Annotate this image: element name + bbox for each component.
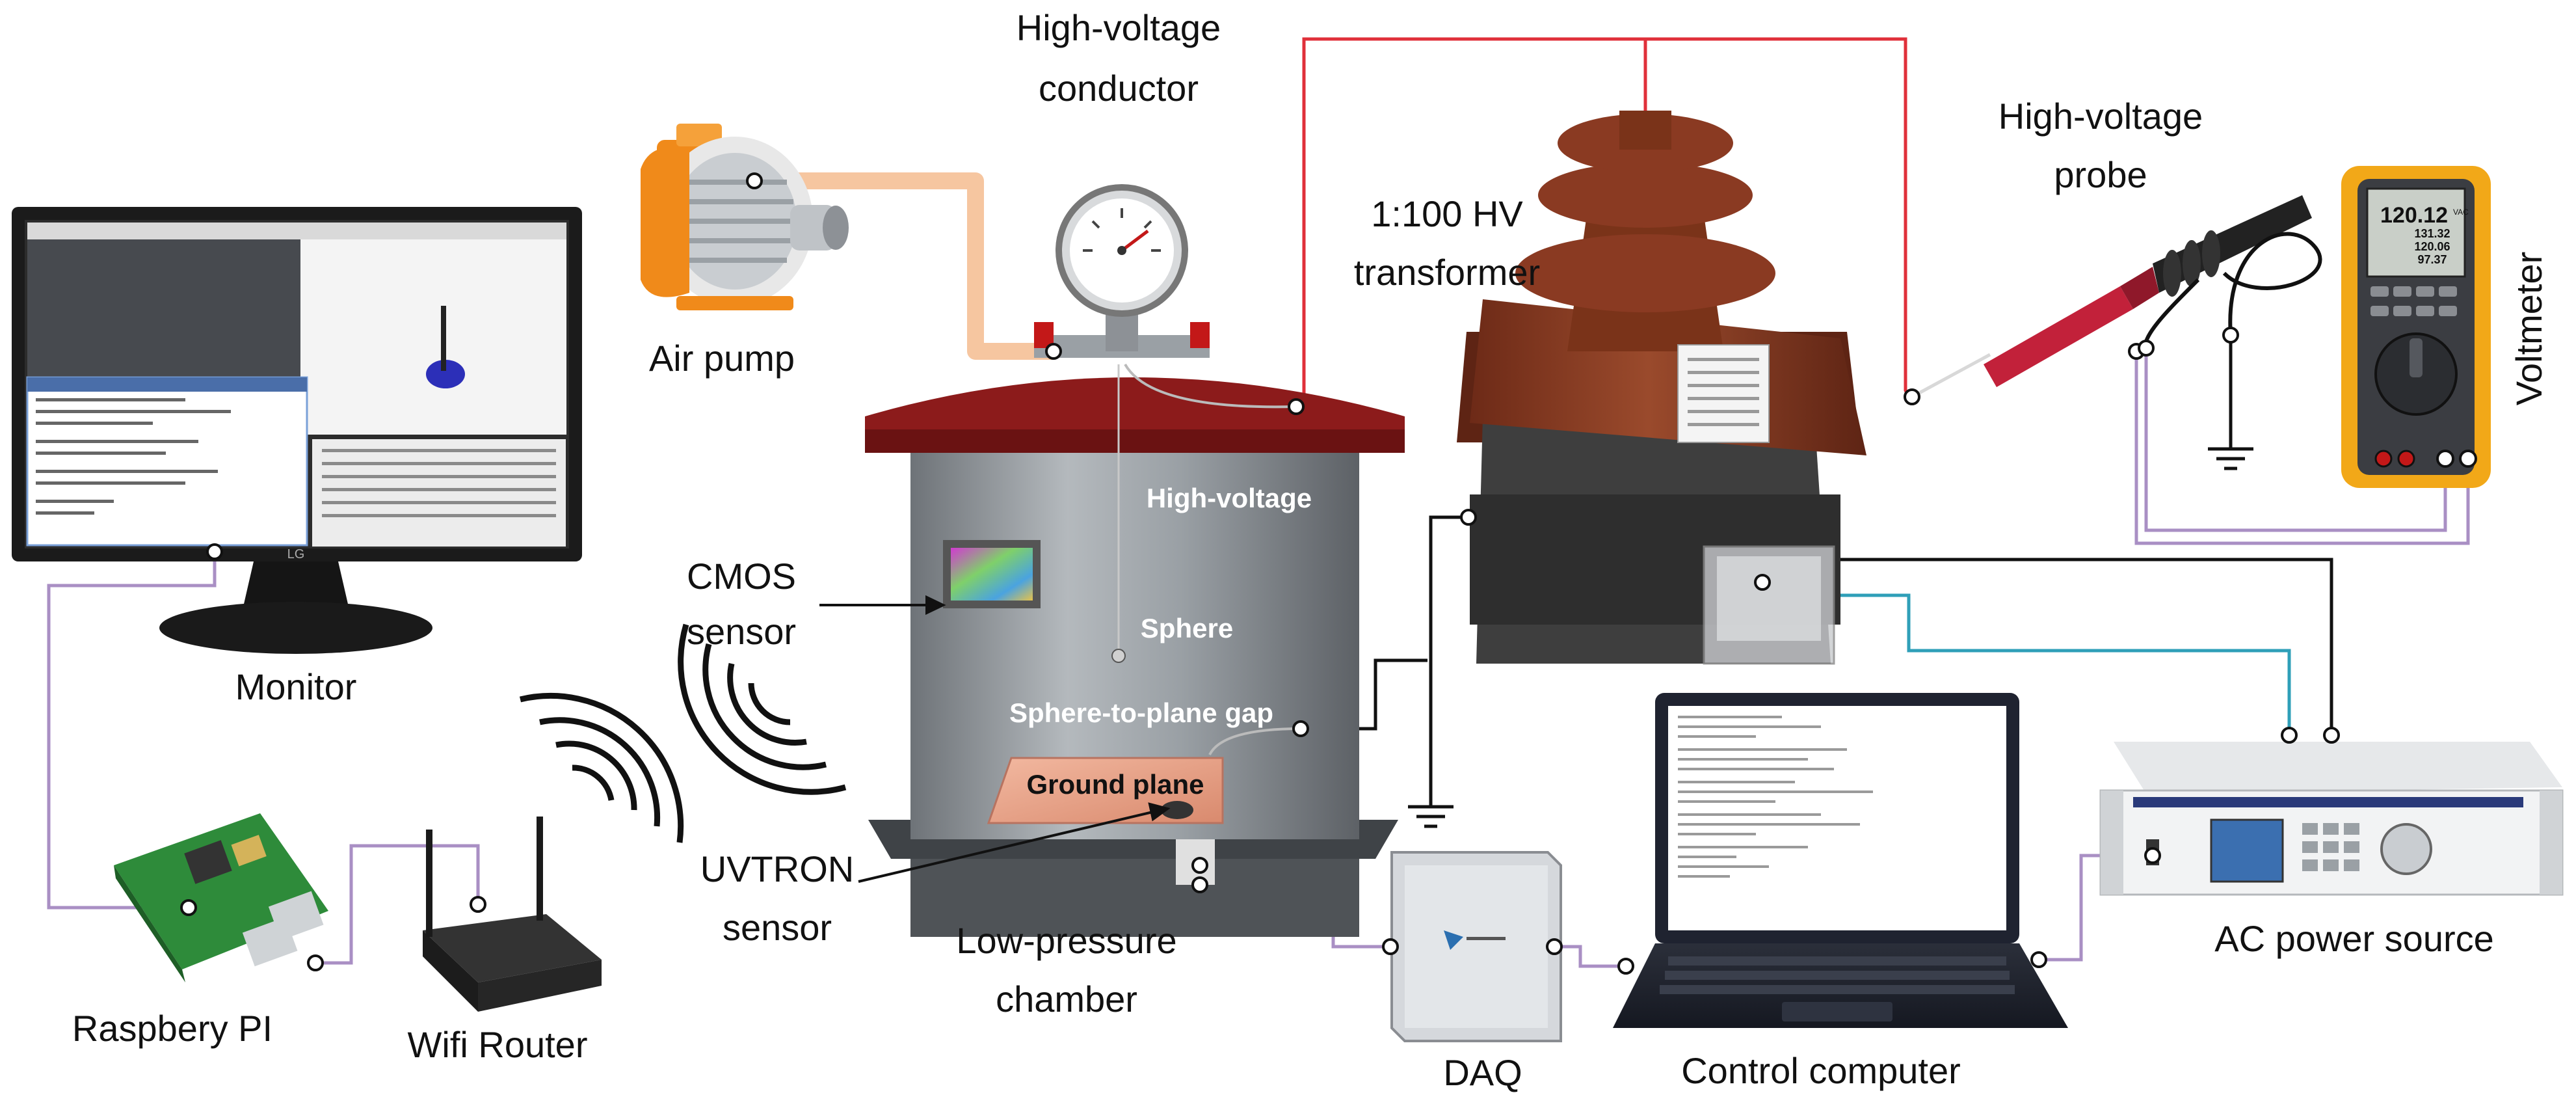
transformer-icon — [1457, 111, 1866, 665]
label-chamber-line2: chamber — [996, 979, 1137, 1020]
label-air-pump: Air pump — [649, 338, 795, 379]
raspberry-pi-icon — [114, 813, 328, 982]
label-ground-plane: Ground plane — [1027, 769, 1204, 800]
label-hv-probe-line2: probe — [2054, 154, 2147, 195]
ground-symbol-icon — [2208, 447, 2253, 470]
label-voltmeter: Voltmeter — [2508, 252, 2549, 406]
voltmeter-main-reading: 120.12 — [2380, 203, 2448, 228]
label-control-computer: Control computer — [1681, 1050, 1961, 1091]
label-hv-conductor-line1: High-voltage — [1016, 7, 1221, 48]
pi-to-router-wire — [315, 844, 480, 965]
label-transformer-line1: 1:100 HV — [1371, 193, 1523, 234]
chamber-icon — [865, 184, 1405, 937]
transformer-ground-wire — [1429, 515, 1468, 807]
label-wifi-router: Wifi Router — [408, 1024, 588, 1065]
hv-probe-icon — [1904, 195, 2322, 405]
monitor-brand-logo: LG — [287, 547, 305, 561]
daq-icon — [1382, 851, 1563, 1042]
label-raspberry-pi: Raspbery PI — [72, 1008, 272, 1049]
label-chamber-high-voltage: High-voltage — [1147, 483, 1312, 513]
daq-to-laptop-wire — [1554, 945, 1626, 968]
voltmeter-reading-3: 97.37 — [2417, 253, 2447, 266]
laptop-icon — [1613, 693, 2068, 1028]
ac-source-icon — [2099, 727, 2564, 896]
label-hv-probe-line1: High-voltage — [1998, 96, 2203, 137]
label-gap: Sphere-to-plane gap — [1009, 697, 1273, 728]
ground-symbol-icon — [1408, 805, 1454, 828]
labels: High-voltage conductor Air pump 1:100 HV… — [72, 7, 2549, 1093]
label-cmos-line2: sensor — [687, 611, 796, 652]
wifi-router-icon — [423, 817, 602, 1012]
label-chamber-line1: Low-pressure — [956, 920, 1176, 961]
probe-to-voltmeter-wire — [2134, 351, 2470, 545]
monitor-icon: LG — [12, 207, 582, 654]
label-ac-source: AC power source — [2214, 918, 2494, 959]
monitor-to-pi-wire — [47, 552, 217, 910]
label-transformer-line2: transformer — [1354, 252, 1540, 293]
label-cmos-line1: CMOS — [687, 556, 796, 597]
label-daq: DAQ — [1443, 1052, 1522, 1093]
voltmeter-icon: 120.12 VAC 131.32 120.06 97.37 — [2341, 166, 2491, 488]
label-uvtron-line2: sensor — [723, 907, 832, 948]
voltmeter-reading-2: 120.06 — [2414, 240, 2450, 253]
fiber-wire — [1766, 593, 2291, 735]
pointer-arrows — [819, 595, 1171, 883]
wifi-signal-icon — [519, 623, 847, 843]
voltmeter-reading-1: 131.32 — [2414, 227, 2450, 240]
label-hv-conductor-line2: conductor — [1039, 68, 1199, 109]
voltmeter-unit: VAC — [2453, 208, 2469, 217]
label-uvtron-line1: UVTRON — [700, 848, 854, 889]
probe-to-voltmeter-wire-2 — [2144, 351, 2447, 532]
label-monitor: Monitor — [235, 666, 357, 707]
air-pump-icon — [641, 124, 849, 310]
label-sphere: Sphere — [1141, 613, 1233, 643]
air-hose — [754, 172, 1054, 360]
